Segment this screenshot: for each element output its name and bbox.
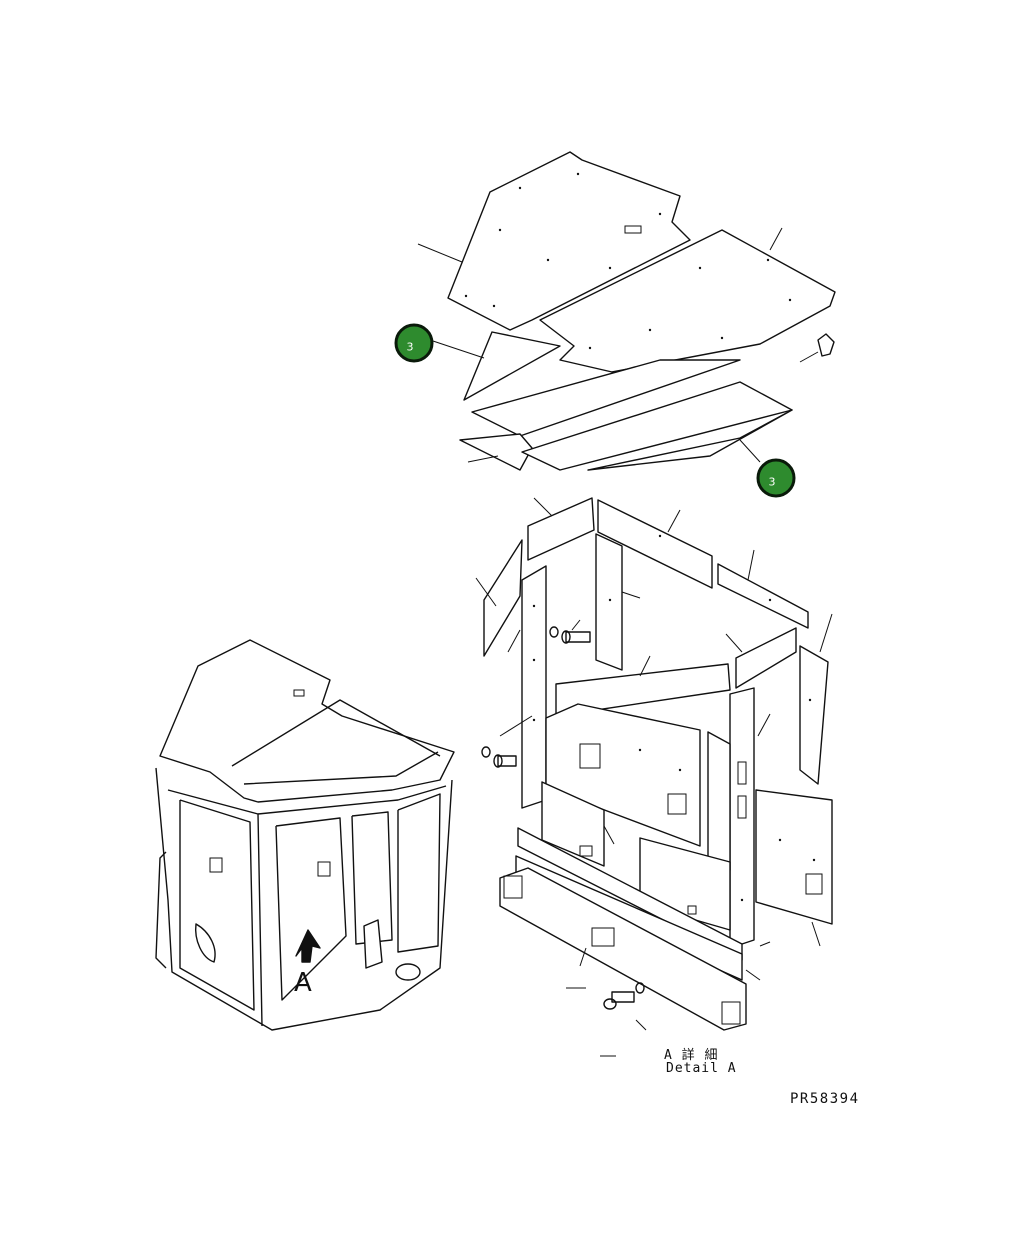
callout-3-upper-number: 3 <box>407 341 414 354</box>
wall-panel-group <box>475 497 833 1057</box>
view-label: A <box>294 968 312 998</box>
mat-strip-4 <box>587 409 793 471</box>
mat-panel-rear <box>447 151 691 331</box>
callout-3-lower[interactable]: 3 <box>756 458 796 498</box>
mat-panel-slot <box>624 225 642 234</box>
view-arrow-icon <box>295 929 321 963</box>
wall-panel-side <box>707 731 731 871</box>
mat-strip-2 <box>459 433 533 471</box>
detail-label-en: Detail A <box>666 1061 737 1076</box>
mat-panel-left-small <box>463 331 561 401</box>
bolt-1 <box>549 626 591 644</box>
cab-frame-left <box>155 767 453 1031</box>
mat-clip <box>817 333 835 357</box>
wall-strip-left <box>483 539 523 657</box>
cab-roof <box>159 639 455 803</box>
cab-assembly <box>155 639 455 1031</box>
wall-vent-2 <box>667 793 687 815</box>
wall-vent <box>579 743 601 769</box>
mat-rivets <box>464 172 792 350</box>
drawing-number: PR58394 <box>790 1091 860 1107</box>
wall-rail-right <box>717 563 809 629</box>
callout-3-upper[interactable]: 3 <box>394 323 434 363</box>
bolt-2 <box>481 746 517 768</box>
bolt-3 <box>603 982 645 1010</box>
wall-base-beam <box>499 867 747 1031</box>
wall-panel-lower <box>541 781 605 867</box>
wall-rivets <box>532 534 816 902</box>
mat-strip-1 <box>471 359 741 437</box>
wall-pillar-left <box>521 565 547 809</box>
mat-panel-front <box>539 229 836 373</box>
wall-crossbar <box>555 663 731 717</box>
wall-panel-upper-left <box>527 497 595 561</box>
callout-3-lower-number: 3 <box>769 476 776 489</box>
wall-pillar-mid <box>595 533 623 671</box>
wall-rail-top <box>597 499 713 589</box>
wall-panel-right <box>755 789 833 925</box>
detail-label-jp: A 詳 細 <box>664 1048 719 1063</box>
wall-strip-right <box>799 645 829 785</box>
mat-panel-group <box>417 151 836 471</box>
wall-panel-corner <box>735 627 797 689</box>
